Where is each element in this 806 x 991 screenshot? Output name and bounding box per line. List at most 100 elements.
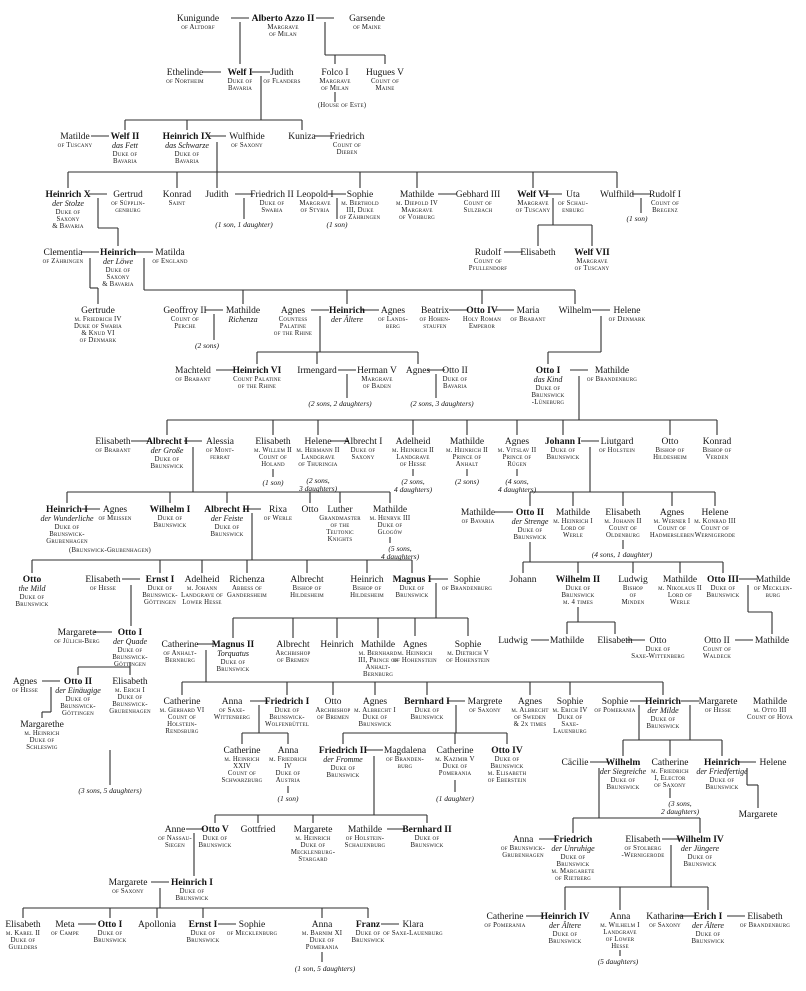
- note-line: (5 daughters): [597, 957, 639, 966]
- person-title-line: m. Heinrich I: [553, 518, 593, 525]
- person-title-line: of Denmark: [608, 316, 646, 323]
- person-title-line: Brunswick-: [112, 701, 148, 708]
- person-name: Matilda: [155, 248, 185, 258]
- person-name: Bernhard II: [402, 825, 452, 835]
- person-title-line: of Mecklen-: [753, 585, 793, 592]
- person-title-line: Landgrave: [603, 929, 637, 936]
- person-title-line: Duke of: [227, 78, 253, 85]
- person-name: Welf I: [227, 68, 253, 78]
- person-title-line: Hesse: [611, 943, 629, 950]
- note-line: (1 son): [277, 794, 299, 803]
- person-name: Friedrich: [553, 835, 593, 845]
- person-title-line: Duke of: [154, 455, 180, 463]
- person-title-line: of Hohen-: [419, 316, 451, 323]
- person-title-line: Austria: [275, 777, 301, 784]
- person-name: Sophie: [238, 920, 266, 930]
- person-title-line: Duke of: [117, 694, 143, 701]
- person-title-line: of Hesse: [89, 585, 117, 592]
- person-name: Otto: [324, 697, 342, 707]
- person-epithet: das Kind: [533, 375, 563, 384]
- person-title-line: m. Erich IV: [552, 707, 588, 714]
- person-name: Heinrich I: [171, 878, 213, 888]
- person-title-line: Mecklenburg-: [290, 849, 336, 856]
- person-title-line: Brunswick: [153, 522, 187, 529]
- person-title-line: Glogów: [377, 529, 403, 536]
- person-name: Gertrud: [113, 190, 143, 200]
- person-title-line: of Eberstein: [487, 777, 527, 784]
- person-title-line: of Northeim: [166, 78, 204, 85]
- person-node: Ludwig: [498, 636, 528, 646]
- person-title-line: of Styria: [300, 207, 330, 214]
- person-title-line: Schleswig: [26, 744, 58, 751]
- person-title-line: Margrave: [267, 24, 299, 31]
- note-line: (1 son): [626, 214, 648, 223]
- person-title-line: Palatine: [279, 323, 307, 330]
- person-title-line: Duke of: [300, 842, 326, 849]
- person-title-line: Anhalt: [455, 461, 479, 468]
- person-name: Margarete: [293, 825, 333, 835]
- person-node: Wulfhild: [600, 190, 634, 200]
- person-title-line: m. Heinrich: [295, 835, 331, 842]
- person-name: Adelheid: [395, 437, 431, 447]
- person-name: Agnes: [659, 508, 685, 518]
- person-title-line: Saxony: [351, 454, 375, 461]
- person-epithet: der Milde: [647, 706, 679, 715]
- person-name: Margarethe: [20, 720, 64, 730]
- person-name: Elisabeth: [747, 912, 783, 922]
- person-title-line: Swabia: [261, 207, 283, 214]
- person-name: Mathilde: [594, 366, 630, 376]
- person-title-line: Wolfenbüttel: [264, 721, 310, 728]
- person-title-line: Duke of: [362, 714, 388, 721]
- person-epithet: der Feiste: [210, 514, 244, 523]
- note-line: (2 sons, 3 daughters): [410, 399, 474, 408]
- person-name: Johann I: [544, 437, 582, 447]
- person-epithet: Torquatus: [217, 649, 249, 658]
- person-name: Otto II: [704, 636, 730, 646]
- person-title-line: of the Rhine: [237, 383, 277, 390]
- person-epithet: das Schwarze: [165, 141, 209, 150]
- person-title-line: Brunswick: [210, 530, 244, 538]
- person-name: Albrecht: [290, 575, 324, 585]
- person-title-line: Grubenhagen: [46, 537, 88, 545]
- person-title-line: staufen: [423, 323, 447, 330]
- person-name: Gertrude: [81, 306, 115, 316]
- person-title-line: Bishop: [622, 585, 644, 592]
- person-title-line: Lord of: [667, 592, 693, 599]
- person-name: Mathilde: [449, 437, 485, 447]
- person-title-line: IV: [284, 763, 292, 770]
- person-node: Otto: [302, 505, 319, 515]
- person-title-line: Rügen: [507, 461, 527, 468]
- person-name: Agnes: [12, 677, 38, 687]
- person-title-line: Duke of: [179, 888, 205, 895]
- person-name: Mathilde: [360, 640, 396, 650]
- person-title-line: Duke of: [517, 526, 543, 534]
- note-line: (1 son): [262, 478, 284, 487]
- person-name: Albrecht II: [204, 505, 250, 515]
- person-title-line: of Tuscany: [57, 142, 93, 149]
- person-name: Magdalena: [383, 746, 427, 756]
- person-name: Catherine: [163, 697, 201, 707]
- person-node: Kuniza: [288, 132, 315, 142]
